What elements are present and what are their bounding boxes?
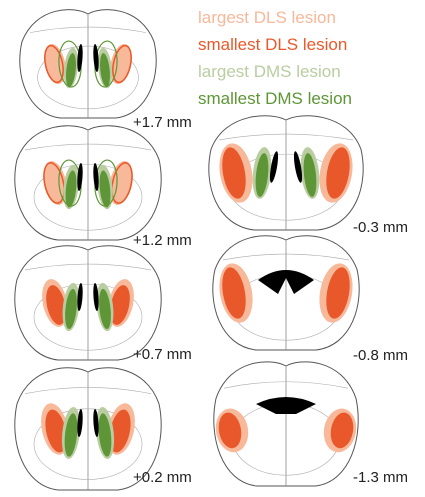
section-right-2	[212, 362, 359, 486]
legend-largest-dls: largest DLS lesion	[198, 8, 336, 28]
legend-smallest-dls: smallest DLS lesion	[198, 35, 347, 55]
section-left-2	[15, 246, 161, 360]
legend-smallest-dms: smallest DMS lesion	[198, 89, 352, 109]
coord-left-2: +0.7 mm	[133, 346, 192, 363]
section-right-0	[209, 116, 363, 230]
section-left-1	[15, 126, 161, 240]
coord-left-1: +1.2 mm	[133, 232, 192, 249]
coord-left-3: +0.2 mm	[133, 469, 192, 486]
coord-left-0: +1.7 mm	[133, 114, 192, 131]
legend-largest-dms: largest DMS lesion	[198, 62, 341, 82]
coord-right-1: -0.8 mm	[353, 347, 408, 364]
section-right-1	[213, 236, 359, 350]
coord-right-0: -0.3 mm	[353, 219, 408, 236]
section-left-0	[20, 10, 156, 118]
coord-right-2: -1.3 mm	[353, 469, 408, 486]
